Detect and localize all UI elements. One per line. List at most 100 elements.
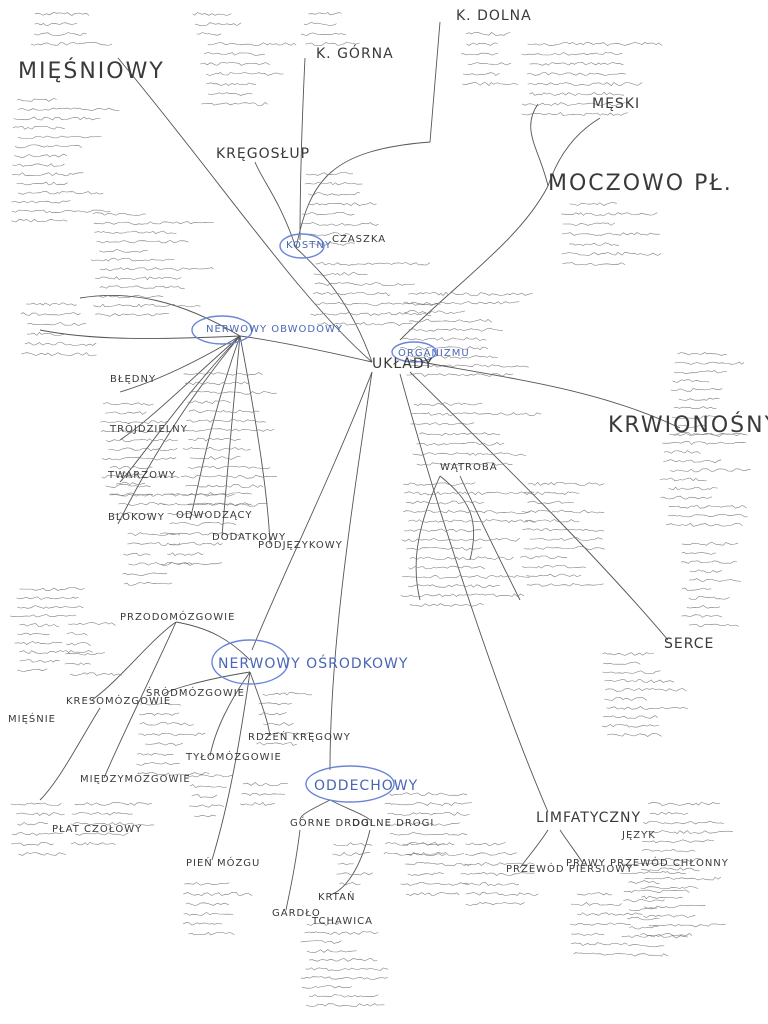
node-dolne-drogi: DOLNE DROGI (352, 818, 434, 829)
handwritten-note (520, 555, 568, 560)
handwritten-note (92, 212, 146, 216)
handwritten-note (464, 882, 520, 886)
handwritten-note (464, 862, 535, 866)
connector-line (175, 621, 251, 661)
node-trojdzielny: TRÓJDZIELNY (109, 422, 188, 435)
handwritten-note (403, 510, 531, 514)
handwritten-note (305, 172, 354, 176)
handwritten-note (303, 22, 337, 26)
handwritten-note (660, 495, 713, 500)
handwritten-note (11, 832, 64, 836)
handwritten-note (71, 812, 133, 816)
handwritten-note (139, 712, 180, 716)
handwritten-note (681, 614, 723, 618)
handwritten-note (385, 822, 461, 826)
handwritten-note (187, 400, 231, 404)
handwritten-note (404, 862, 472, 866)
handwritten-note (258, 702, 292, 706)
handwritten-note (570, 942, 628, 946)
node-gorne-drogi: GÓRNE DROGI (290, 816, 374, 829)
node-center: UKŁADY (372, 356, 433, 372)
connector-line (285, 829, 301, 911)
highlight-ellipse (391, 341, 437, 363)
handwritten-note (140, 702, 181, 706)
handwritten-notes (10, 12, 751, 1007)
handwritten-note (604, 679, 675, 683)
connector-line (39, 329, 241, 339)
handwritten-note (570, 902, 622, 906)
node-k-gorna: K. GÓRNA (316, 44, 394, 62)
handwritten-note (641, 895, 683, 900)
handwritten-note (527, 500, 574, 504)
handwritten-note (644, 904, 706, 909)
handwritten-note (96, 239, 189, 244)
handwritten-note (70, 842, 116, 846)
handwritten-note (465, 842, 506, 846)
handwritten-note (100, 420, 168, 425)
handwritten-note (620, 871, 686, 874)
handwritten-note (66, 642, 91, 646)
handwritten-note (106, 438, 178, 443)
handwritten-note (300, 940, 342, 944)
handwritten-note (116, 482, 146, 485)
handwritten-note (11, 842, 54, 846)
handwritten-note (678, 397, 720, 401)
handwritten-note (118, 502, 165, 506)
handwritten-note (643, 820, 724, 825)
handwritten-note (201, 102, 268, 106)
connector-line (239, 335, 271, 545)
handwritten-note (188, 804, 225, 808)
handwritten-note (105, 411, 147, 415)
handwritten-note (670, 388, 723, 392)
handwritten-note (406, 373, 514, 377)
handwritten-note (644, 858, 704, 862)
handwritten-note (75, 832, 129, 836)
highlight-ellipses (191, 233, 437, 803)
handwritten-note (301, 212, 355, 216)
handwritten-note (21, 352, 97, 356)
connector-line (299, 799, 331, 821)
handwritten-note (576, 892, 612, 896)
node-przewod-piersiowy: PRZEWÓD PIERSIOWY (506, 862, 633, 875)
handwritten-note (16, 181, 68, 186)
handwritten-note (260, 732, 314, 736)
handwritten-note (561, 212, 658, 216)
handwritten-note (207, 42, 297, 46)
handwritten-note (521, 565, 587, 569)
connector-line (211, 671, 251, 861)
handwritten-note (649, 811, 689, 815)
node-podjezykowy: PODJĘZYKOWY (258, 540, 343, 551)
handwritten-note (607, 733, 662, 737)
handwritten-note (181, 474, 277, 479)
handwritten-note (411, 412, 542, 416)
handwritten-note (525, 519, 580, 523)
handwritten-note (406, 852, 464, 856)
handwritten-note (569, 202, 617, 206)
handwritten-note (413, 402, 483, 406)
handwritten-note (561, 252, 662, 256)
node-blokowy: BLOKOWY (108, 512, 165, 523)
handwritten-note (68, 622, 116, 626)
handwritten-note (189, 456, 241, 460)
handwritten-note (465, 32, 511, 36)
node-srodmozgowie: ŚRÓDMÓZGOWIE (146, 686, 245, 699)
handwritten-note (681, 587, 712, 591)
handwritten-note (13, 116, 101, 121)
handwritten-note (93, 303, 201, 308)
handwritten-note (109, 466, 153, 470)
handwritten-note (623, 899, 665, 903)
handwritten-note (159, 532, 244, 536)
handwritten-note (182, 922, 223, 926)
handwritten-note (188, 465, 271, 470)
handwritten-note (26, 302, 77, 306)
handwritten-note (621, 934, 688, 939)
handwritten-note (402, 337, 487, 341)
handwritten-note (529, 537, 603, 541)
handwritten-note (65, 652, 105, 656)
handwritten-note (407, 872, 444, 876)
handwritten-note (305, 42, 360, 46)
handwritten-note (305, 967, 389, 971)
connector-line (329, 829, 371, 896)
handwritten-note (66, 632, 88, 636)
handwritten-note (309, 232, 351, 236)
